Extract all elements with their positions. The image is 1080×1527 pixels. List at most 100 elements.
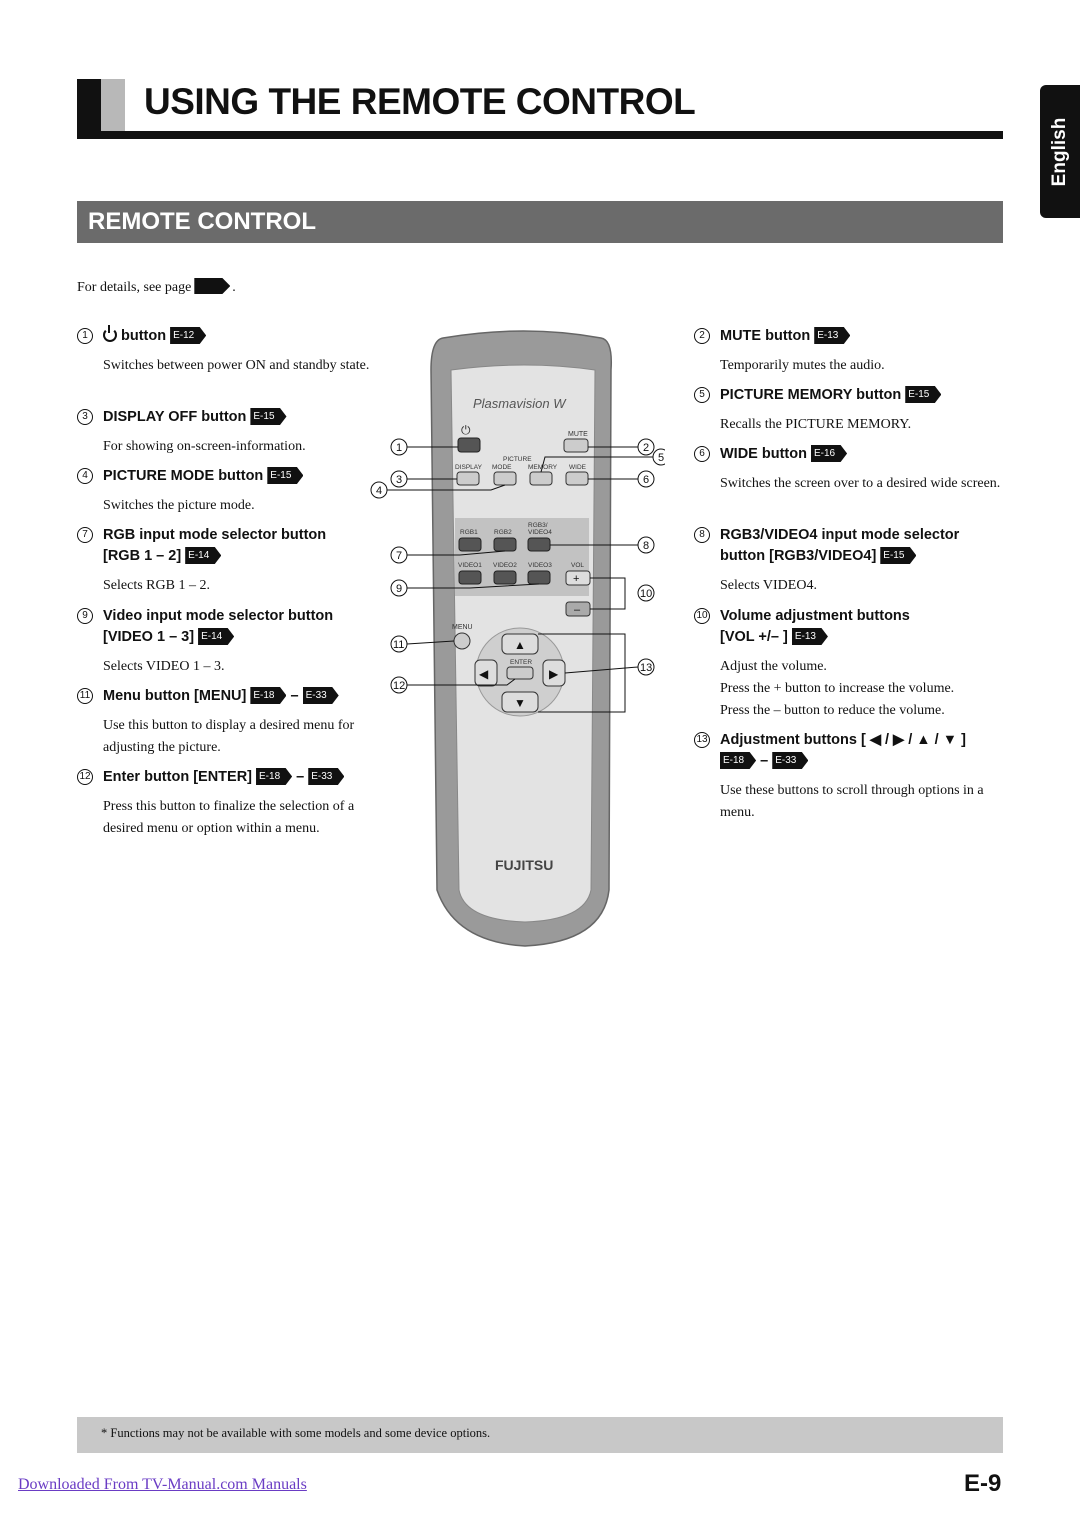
- title-block-dark: [77, 79, 101, 131]
- svg-text:4: 4: [376, 485, 382, 497]
- remote-rgb1-button: [458, 537, 482, 552]
- remote-label-video3: VIDEO3: [528, 562, 552, 569]
- callout-number: 1: [77, 328, 93, 344]
- page-ref: E-33: [772, 752, 809, 769]
- item-description: Recalls the PICTURE MEMORY.: [720, 417, 912, 432]
- svg-text:8: 8: [643, 540, 649, 552]
- page-ref: E-15: [250, 408, 287, 425]
- callout-number: 9: [77, 608, 93, 624]
- svg-text:1: 1: [396, 442, 402, 454]
- item-label: Enter button [ENTER]: [103, 769, 253, 785]
- svg-text:11: 11: [393, 639, 404, 651]
- page-ref: E-12: [170, 327, 207, 344]
- item-label: Video input mode selector button: [103, 608, 334, 624]
- ref-separator: –: [760, 753, 769, 769]
- desc-line-2: Press the + button to increase the volum…: [720, 681, 955, 696]
- remote-label-rgb1: RGB1: [460, 529, 478, 536]
- item-description: Adjust the volume.Press the + button to …: [694, 656, 1004, 722]
- remote-menu-button: [453, 632, 471, 650]
- remote-memory-button: [529, 471, 553, 486]
- svg-text:6: 6: [643, 474, 649, 486]
- remote-label-vol: VOL: [571, 562, 584, 569]
- remote-up-button: [501, 633, 539, 655]
- remote-rgb2-button: [493, 537, 517, 552]
- footnote-text: * Functions may not be available with so…: [101, 1426, 491, 1440]
- callout-number: 12: [77, 769, 93, 785]
- svg-text:10: 10: [640, 588, 652, 600]
- details-text: For details, see page: [77, 280, 192, 295]
- svg-text:2: 2: [643, 442, 649, 454]
- details-note: For details, see page.: [77, 278, 236, 296]
- svg-text:9: 9: [396, 583, 402, 595]
- item-label: RGB3/VIDEO4 input mode selector: [720, 527, 960, 543]
- item-description: For showing on-screen-information.: [103, 439, 306, 454]
- item-label: DISPLAY OFF button: [103, 409, 247, 425]
- item-description: Selects VIDEO4.: [720, 578, 817, 593]
- item-description: Press this button to finalize the select…: [103, 799, 355, 836]
- remote-video1-button: [458, 570, 482, 585]
- remote-label-display: DISPLAY: [455, 464, 483, 471]
- callout-number: 3: [77, 409, 93, 425]
- up-arrow-icon: ▲: [514, 638, 526, 652]
- callout-number: 13: [694, 732, 710, 748]
- page-ref: E-18: [256, 768, 293, 785]
- remote-left-button: [474, 659, 498, 687]
- item-label: Volume adjustment buttons: [720, 608, 910, 624]
- item-label: PICTURE MODE button: [103, 468, 264, 484]
- down-arrow-icon: ▼: [514, 696, 526, 710]
- page-title: USING THE REMOTE CONTROL: [144, 81, 696, 122]
- page-ref: E-14: [198, 628, 235, 645]
- remote-power-button: [457, 437, 481, 453]
- svg-text:12: 12: [393, 680, 405, 692]
- item-description: Selects RGB 1 – 2.: [103, 578, 210, 593]
- remote-label-rgb3: RGB3/: [528, 522, 548, 529]
- item-enter: 12 Enter button [ENTER]E-18 –E-33 Press t…: [77, 767, 387, 840]
- ref-separator: –: [296, 769, 305, 785]
- item-description: Switches the screen over to a desired wi…: [720, 476, 1001, 491]
- power-icon: [103, 325, 117, 342]
- remote-label-memory: MEMORY: [528, 464, 558, 471]
- footnote: * Functions may not be available with so…: [77, 1417, 1003, 1453]
- item-label-2: button [RGB3/VIDEO4]: [720, 548, 877, 564]
- section-title: REMOTE CONTROL: [88, 208, 316, 235]
- page-ref: E-13: [814, 327, 851, 344]
- remote-label-enter: ENTER: [510, 659, 532, 666]
- callout-number: 6: [694, 446, 710, 462]
- svg-text:13: 13: [640, 662, 652, 674]
- language-tab: English: [1040, 85, 1080, 218]
- callout-number: 10: [694, 608, 710, 624]
- page-ref: E-15: [905, 386, 942, 403]
- page-title-bar: USING THE REMOTE CONTROL: [77, 79, 1003, 141]
- remote-brand-top: Plasmavision W: [473, 396, 567, 411]
- remote-label-menu: MENU: [452, 624, 473, 631]
- page-ref: E-15: [880, 547, 917, 564]
- remote-label-mode: MODE: [492, 464, 512, 471]
- item-label: Adjustment buttons [ ◀ / ▶ / ▲ / ▼ ]: [720, 732, 966, 748]
- callout-number: 5: [694, 387, 710, 403]
- details-suffix: .: [232, 280, 236, 295]
- item-description: Use this button to display a desired men…: [103, 718, 355, 755]
- remote-brand-bottom: FUJITSU: [495, 857, 553, 873]
- item-description: Use these buttons to scroll through opti…: [720, 783, 984, 820]
- item-description: Switches the picture mode.: [103, 498, 255, 513]
- page-ref: E-15: [267, 467, 304, 484]
- download-link[interactable]: Downloaded From TV-Manual.com Manuals: [18, 1476, 307, 1493]
- remote-label-wide: WIDE: [569, 464, 587, 471]
- item-label-2: [RGB 1 – 2]: [103, 548, 182, 564]
- page-ref: E-16: [810, 445, 848, 462]
- callout-number: 4: [77, 468, 93, 484]
- item-label: WIDE button: [720, 446, 807, 462]
- remote-display-button: [456, 471, 480, 486]
- remote-label-video1: VIDEO1: [458, 562, 482, 569]
- remote-rgb3-button: [527, 537, 551, 552]
- remote-illustration: Plasmavision W ⏻ MUTE PICTURE DISPLAY MO…: [365, 330, 670, 950]
- page-ref: E-18: [250, 687, 287, 704]
- remote-down-button: [501, 691, 539, 713]
- page-ref: E-33: [308, 768, 345, 785]
- remote-mute-button: [563, 438, 589, 453]
